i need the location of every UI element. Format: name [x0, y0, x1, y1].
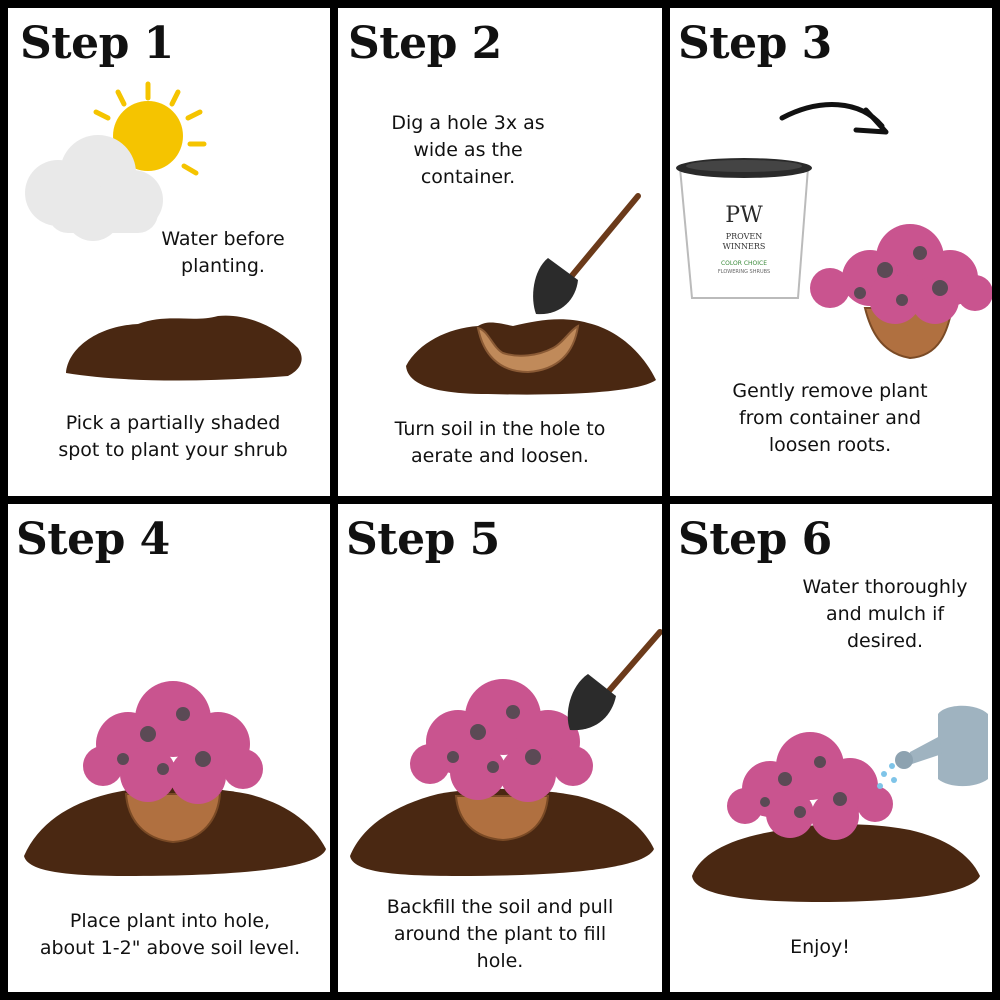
- step-5-title: Step 5: [346, 514, 500, 565]
- rootball: [124, 793, 222, 844]
- step-2-title: Step 2: [348, 18, 502, 69]
- step-3-panel: Step 3 PW PROVEN WINNERS COLOR CHOICE FL…: [670, 8, 992, 496]
- soil-mound: [66, 315, 302, 381]
- step-1-caption-top: Water before planting.: [161, 228, 285, 277]
- step-4-title: Step 4: [16, 514, 170, 565]
- shovel-icon: [533, 193, 641, 315]
- pot-brand-line2: WINNERS: [722, 242, 766, 251]
- step-1-panel: Step 1 Water before planting. Pick a par…: [8, 8, 330, 496]
- step-5-caption-bottom: Backfill the soil and pull around the pl…: [386, 896, 614, 972]
- step-3-caption-bottom: Gently remove plant from container and l…: [732, 380, 928, 456]
- nursery-pot: [676, 158, 812, 299]
- step-1-caption-bottom: Pick a partially shaded spot to plant yo…: [58, 412, 288, 461]
- step-5-illustration: [350, 629, 662, 876]
- pot-sub-label: COLOR CHOICE: [720, 260, 767, 267]
- step-5-panel: Step 5 Backfill the soil and pull around…: [338, 504, 662, 992]
- step-3-illustration: [676, 102, 992, 360]
- step-6-illustration: [692, 705, 988, 902]
- shrub-foliage: [410, 679, 593, 802]
- soil-mound: [692, 824, 980, 902]
- rootball: [454, 795, 550, 842]
- shrub-foliage: [727, 732, 893, 840]
- cloud-icon: [25, 135, 163, 241]
- step-2-panel: Step 2 Dig a hole 3x as wide as the cont…: [338, 8, 662, 496]
- step-4-illustration: [24, 681, 326, 876]
- step-2-caption-top: Dig a hole 3x as wide as the container.: [391, 112, 545, 188]
- step-6-caption-bottom: Enjoy!: [790, 936, 850, 958]
- step-4-caption-bottom: Place plant into hole, about 1-2" above …: [39, 910, 301, 959]
- step-2-caption-bottom: Turn soil in the hole to aerate and loos…: [394, 418, 606, 467]
- dug-hole: [476, 324, 580, 374]
- shrub-foliage: [83, 681, 263, 804]
- shovel-icon: [567, 629, 662, 731]
- pot-sub-label-2: FLOWERING SHRUBS: [717, 269, 771, 275]
- step-1-title: Step 1: [20, 18, 174, 69]
- step-1-illustration: [25, 81, 302, 381]
- step-6-caption-top: Water thoroughly and mulch if desired.: [802, 576, 968, 652]
- plant-with-rootball: [810, 224, 992, 360]
- arrow-icon: [779, 102, 889, 135]
- step-3-title: Step 3: [678, 18, 832, 69]
- pot-logo: PW: [725, 203, 763, 228]
- watering-can-icon: [877, 705, 988, 789]
- step-6-title: Step 6: [678, 514, 832, 565]
- step-4-panel: Step 4 Place plant into hole, about 1-2"…: [8, 504, 330, 992]
- pot-brand-line1: PROVEN: [725, 232, 763, 241]
- step-2-illustration: [406, 193, 656, 395]
- step-6-panel: Step 6 Water thoroughly and mulch if des…: [670, 504, 992, 992]
